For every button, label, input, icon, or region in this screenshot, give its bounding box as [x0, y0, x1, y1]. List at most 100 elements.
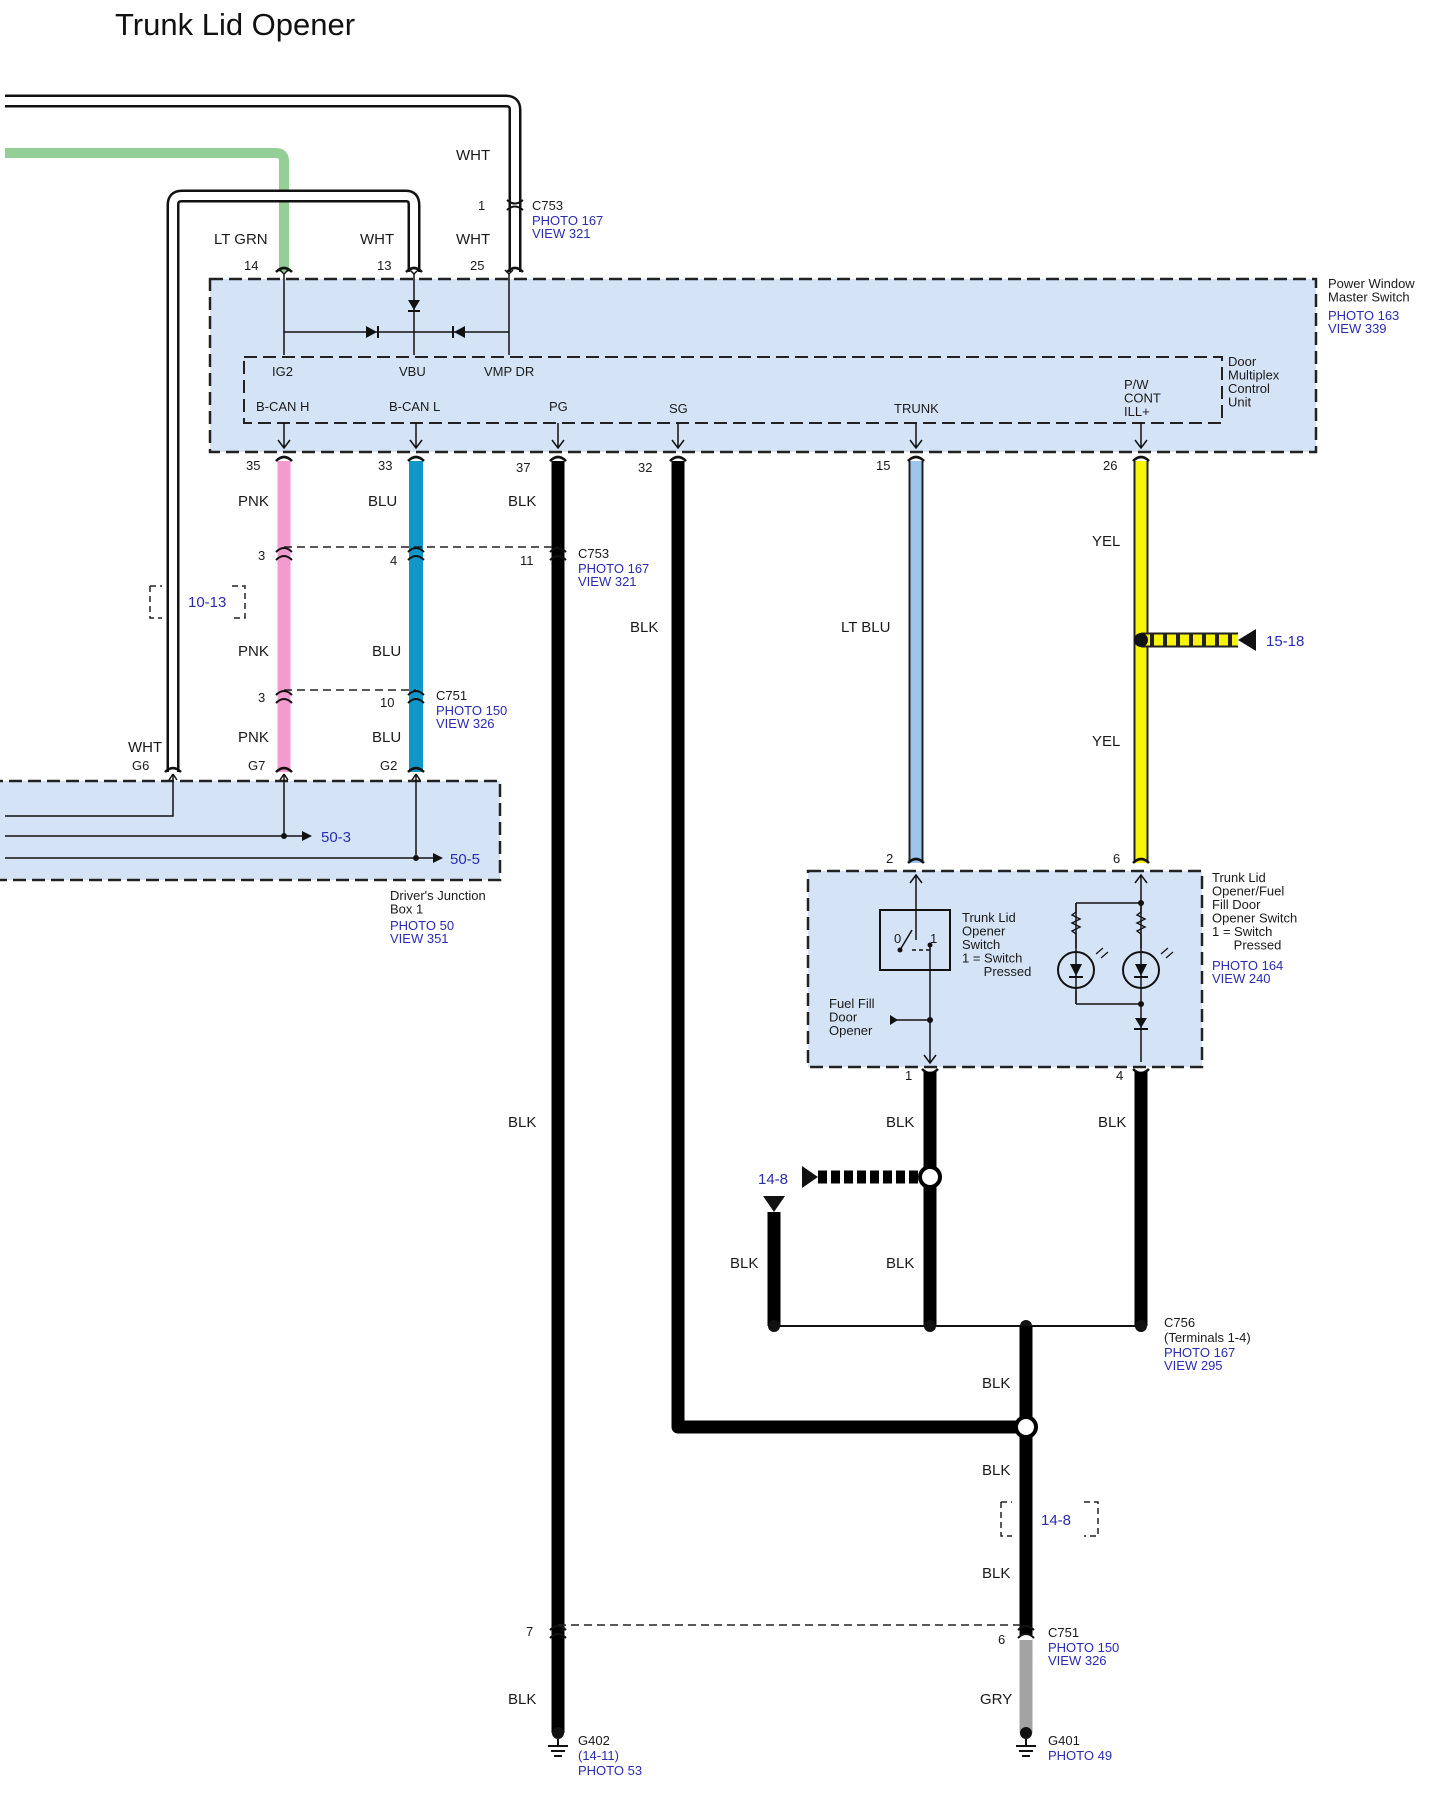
pin-3-c753: 3 — [258, 548, 265, 563]
wire-blk-pg-2: BLK — [508, 1114, 536, 1131]
ref-14-8-a[interactable]: 14-8 — [758, 1171, 788, 1188]
g402-ref: (14-11) — [578, 1748, 619, 1763]
pin-32: 32 — [638, 460, 652, 475]
wire-ltgrn: LT GRN — [214, 231, 268, 248]
g401-name: G401 — [1048, 1733, 1080, 1748]
drivers-junction-box — [0, 779, 502, 882]
yel-splice-dot — [1134, 633, 1148, 647]
switch-contact-0 — [897, 947, 903, 953]
wire-wht-3: WHT — [456, 231, 490, 248]
c756-sub: (Terminals 1-4) — [1164, 1330, 1251, 1345]
c753-mid-connector — [275, 547, 567, 561]
pin-25-symbol — [506, 266, 524, 273]
terminal-arrows — [277, 423, 1148, 450]
pin-14: 14 — [244, 258, 258, 273]
diode-icons — [366, 300, 465, 338]
internal-power-circuit — [279, 269, 514, 355]
wire-blk-j3: BLK — [982, 1565, 1010, 1582]
wire-yel-1: YEL — [1092, 533, 1120, 550]
c751-mid-photo: PHOTO 150 — [436, 703, 507, 718]
wire-pnk-2: PNK — [238, 643, 269, 660]
c756-name: C756 — [1164, 1315, 1195, 1330]
wire-blk-s4: BLK — [1098, 1114, 1126, 1131]
c756-view: VIEW 295 — [1164, 1358, 1223, 1373]
g402-photo: PHOTO 53 — [578, 1763, 642, 1778]
wire-blu-3: BLU — [372, 729, 401, 746]
c751-bot-photo: PHOTO 150 — [1048, 1640, 1119, 1655]
g401-photo: PHOTO 49 — [1048, 1748, 1112, 1763]
ref-50-3[interactable]: 50-3 — [321, 829, 351, 846]
wht-wire-outer-inner — [5, 97, 519, 272]
c751-mid-connector — [275, 690, 425, 704]
pin-25: 25 — [470, 258, 484, 273]
pin-7-c751: 7 — [526, 1624, 533, 1639]
pin-26: 26 — [1103, 458, 1117, 473]
wire-wht-1: WHT — [456, 147, 490, 164]
wire-wht-2: WHT — [360, 231, 394, 248]
ref-50-3-arrow-icon — [302, 831, 312, 841]
ref-50-5-arrow-icon — [433, 853, 443, 863]
fuel-fill-arrow-icon — [890, 1015, 898, 1025]
switch-pin-4: 4 — [1116, 1068, 1123, 1083]
wire-pnk-1: PNK — [238, 493, 269, 510]
pin-symbols-bottom — [275, 455, 1150, 462]
ref-14-8-left-arrow-icon — [802, 1166, 818, 1188]
splice-50-5 — [413, 855, 419, 861]
wire-wht-g6: WHT — [128, 739, 162, 756]
terminal-bcanl: B-CAN L — [389, 399, 440, 414]
pin-3-c751: 3 — [258, 690, 265, 705]
terminal-trunk: TRUNK — [894, 401, 939, 416]
ref-15-18[interactable]: 15-18 — [1266, 633, 1304, 650]
switch-contacts — [899, 929, 930, 951]
wire-pnk-3: PNK — [238, 729, 269, 746]
ref-10-13-box — [149, 585, 246, 619]
wire-blk-j2: BLK — [982, 1462, 1010, 1479]
wire-blk-sg: BLK — [630, 619, 658, 636]
c751-mid-view: VIEW 326 — [436, 716, 495, 731]
switch-pin-2: 2 — [886, 851, 893, 866]
terminal-bcanh: B-CAN H — [256, 399, 309, 414]
ref-14-8-b[interactable]: 14-8 — [1041, 1512, 1071, 1529]
pin-g7: G7 — [248, 758, 265, 773]
wire-yel-2: YEL — [1092, 733, 1120, 750]
resistor-icons — [1070, 903, 1147, 1004]
pin-1: 1 — [478, 198, 485, 213]
ground-g401-icon — [1016, 1727, 1036, 1757]
terminal-pg: PG — [549, 399, 568, 414]
pin-13-symbol — [405, 266, 423, 273]
pin-37: 37 — [516, 460, 530, 475]
terminal-vmp-dr: VMP DR — [484, 364, 534, 379]
wire-ltblu: LT BLU — [841, 619, 890, 636]
terminal-sg: SG — [669, 401, 688, 416]
terminal-vbu: VBU — [399, 364, 426, 379]
c753-mid-view: VIEW 321 — [578, 574, 637, 589]
g402-name: G402 — [578, 1733, 610, 1748]
trunk-lid-opener-switch-assembly-view: VIEW 240 — [1212, 971, 1271, 986]
ref-10-13[interactable]: 10-13 — [188, 594, 226, 611]
pin-10-c751: 10 — [380, 695, 394, 710]
switch-contact-1 — [927, 942, 933, 948]
wire-blu-1: BLU — [368, 493, 397, 510]
c753-top-view: VIEW 321 — [532, 226, 591, 241]
wire-gry: GRY — [980, 1691, 1012, 1708]
ref-50-5[interactable]: 50-5 — [450, 851, 480, 868]
pin-15: 15 — [876, 458, 890, 473]
c753-top-photo: PHOTO 167 — [532, 213, 603, 228]
led-icons — [1057, 947, 1174, 989]
c756-photo: PHOTO 167 — [1164, 1345, 1235, 1360]
wire-blk-pg-1: BLK — [508, 493, 536, 510]
pin-4-c753: 4 — [390, 553, 397, 568]
splice-50-3 — [281, 833, 287, 839]
ltgrn-wire — [5, 148, 289, 272]
c751-mid-name: C751 — [436, 688, 467, 703]
drivers-junction-box-photo: PHOTO 50 — [390, 918, 454, 933]
wire-blk-s1b: BLK — [886, 1255, 914, 1272]
switch-pin-6: 6 — [1113, 851, 1120, 866]
